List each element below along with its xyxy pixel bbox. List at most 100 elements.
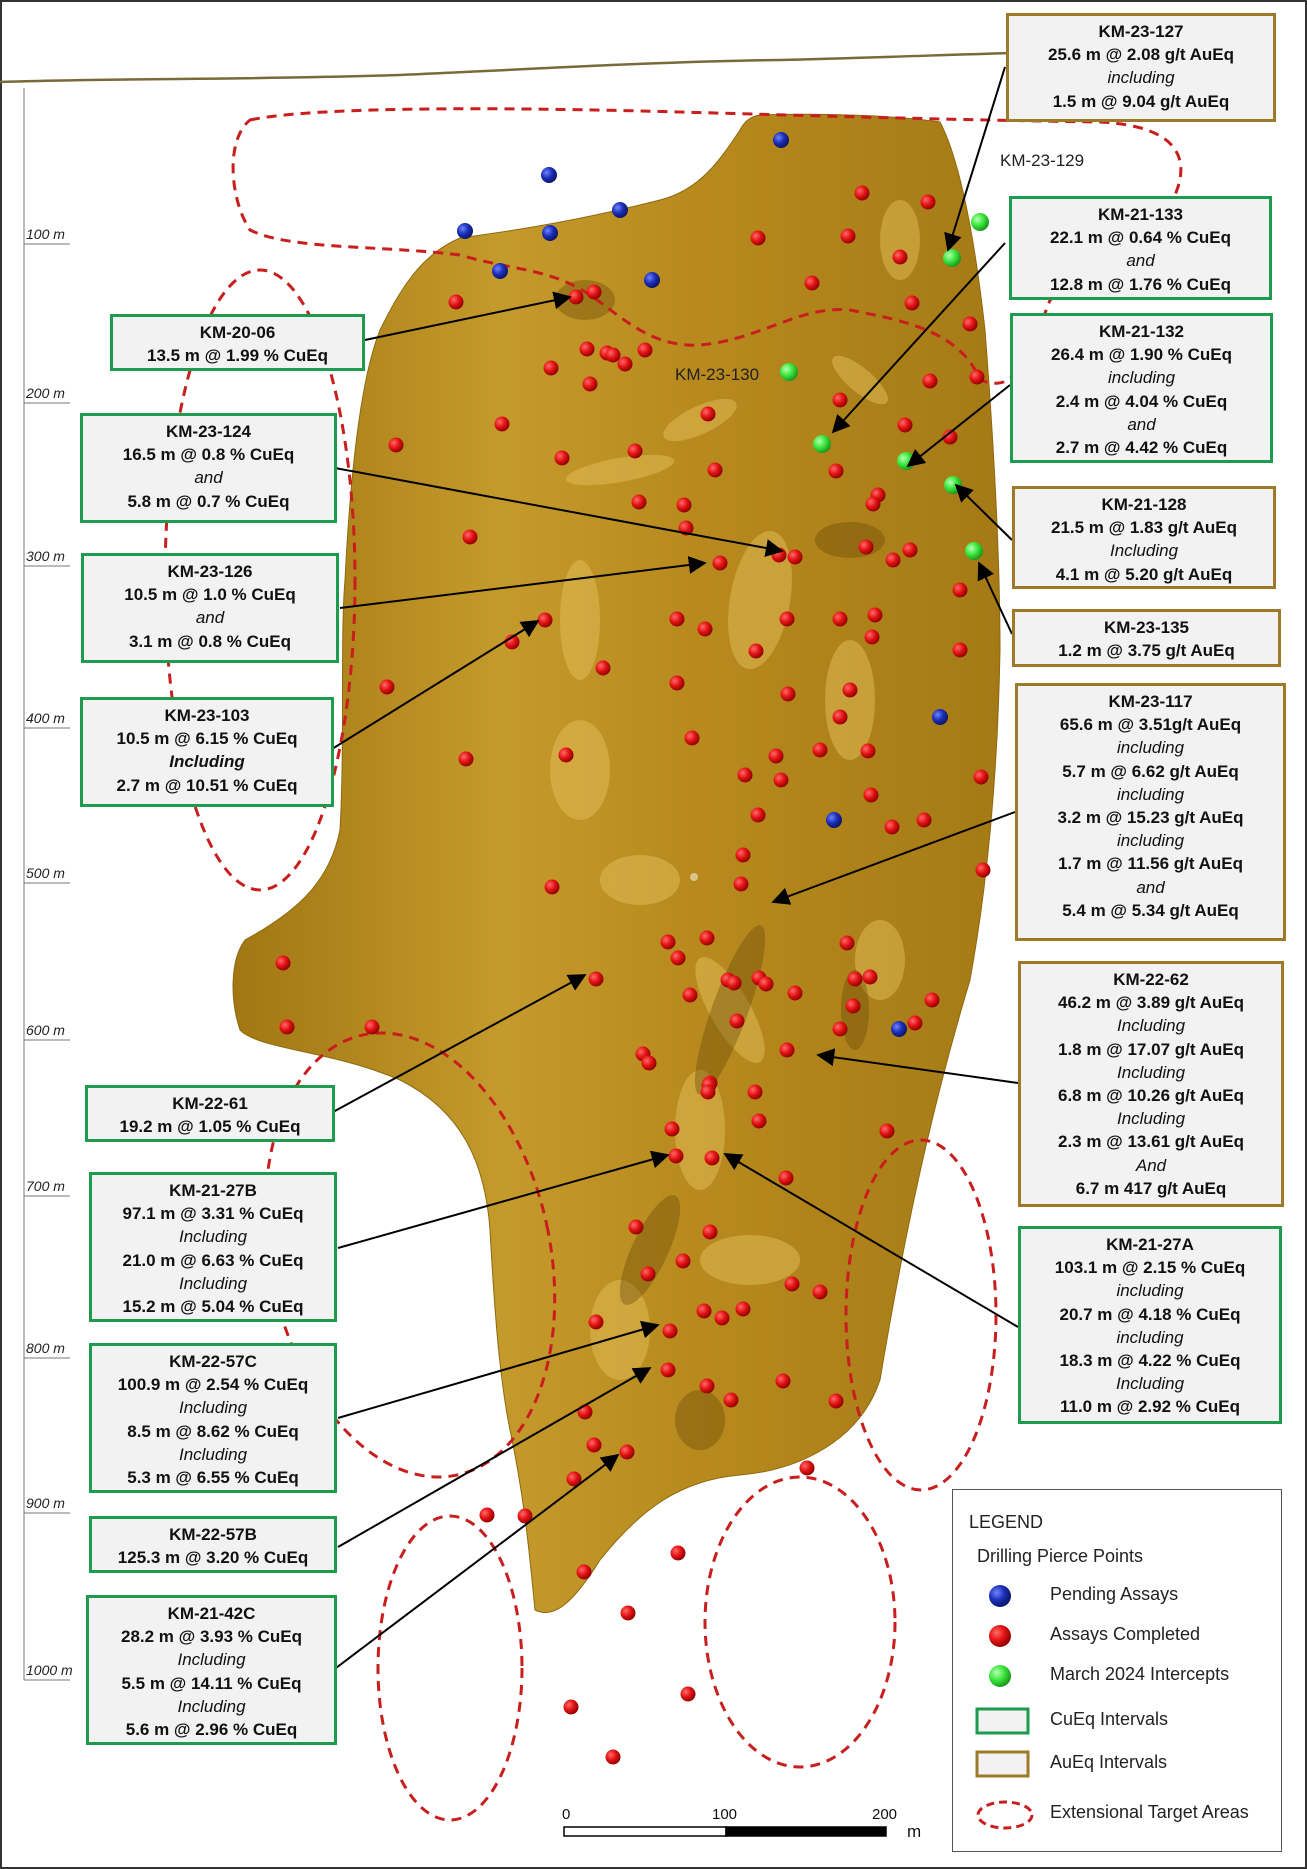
completed-pierce-point	[907, 1015, 923, 1031]
completed-pierce-point	[892, 249, 908, 265]
pending-pierce-point	[542, 225, 558, 241]
callout-line: and	[1136, 877, 1165, 897]
completed-pierce-point	[620, 1605, 636, 1621]
pending-pierce-point	[891, 1021, 907, 1037]
arrow-km-22-57c	[337, 1320, 660, 1419]
completed-pierce-point	[863, 787, 879, 803]
completed-pierce-point	[975, 862, 991, 878]
completed-pierce-point	[828, 463, 844, 479]
completed-pierce-point	[617, 356, 633, 372]
depth-label-300: 300 m	[26, 548, 65, 564]
completed-pierce-point	[775, 1373, 791, 1389]
arrow-km-23-127	[944, 66, 1006, 252]
completed-pierce-point	[729, 1013, 745, 1029]
arrow-km-22-61	[332, 974, 587, 1113]
callout-line: KM-22-62	[1113, 970, 1189, 989]
completed-pierce-point	[750, 807, 766, 823]
callout-line: 19.2 m @ 1.05 % CuEq	[119, 1117, 301, 1137]
completed-pierce-point	[504, 634, 520, 650]
completed-pierce-point	[778, 1170, 794, 1186]
callout-line: 2.7 m @ 4.42 % CuEq	[1055, 438, 1228, 458]
completed-pierce-point	[902, 542, 918, 558]
legend-item-completed: Assays Completed	[953, 1620, 1281, 1650]
arrow-km-23-103	[331, 620, 540, 750]
completed-pierce-point	[784, 1276, 800, 1292]
legend-item-cueq: CuEq Intervals	[953, 1705, 1281, 1735]
callout-line: 21.5 m @ 1.83 g/t AuEq	[1050, 518, 1237, 538]
completed-pierce-point	[847, 971, 863, 987]
pending-pierce-point	[492, 263, 508, 279]
march-2024-pierce-point	[897, 452, 915, 470]
completed-pierce-point	[712, 555, 728, 571]
completed-pierce-point	[952, 642, 968, 658]
completed-pierce-point	[707, 462, 723, 478]
callout-line: KM-23-124	[165, 422, 252, 441]
callout-line: KM-21-27B	[169, 1181, 257, 1200]
callout-line: 11.0 m @ 2.92 % CuEq	[1059, 1397, 1241, 1417]
callout-line: 100.9 m @ 2.54 % CuEq	[117, 1375, 309, 1395]
completed-pierce-point	[768, 748, 784, 764]
scale-unit: m	[907, 1822, 922, 1841]
completed-pierce-point	[952, 582, 968, 598]
completed-pierce-point	[787, 985, 803, 1001]
legend: LEGEND Drilling Pierce Points Pending As…	[952, 1489, 1282, 1852]
callout-line: 4.1 m @ 5.20 g/t AuEq	[1055, 564, 1233, 584]
completed-pierce-point	[780, 686, 796, 702]
completed-pierce-point	[864, 629, 880, 645]
callout-line: KM-21-27A	[1106, 1235, 1194, 1254]
completed-pierce-point	[750, 230, 766, 246]
completed-pierce-point	[812, 1284, 828, 1300]
completed-pierce-point	[579, 341, 595, 357]
callout-line: Including	[1116, 1016, 1186, 1036]
completed-pierce-point	[748, 643, 764, 659]
completed-pierce-point	[699, 930, 715, 946]
completed-pierce-point	[916, 812, 932, 828]
depth-label-100: 100 m	[26, 226, 65, 242]
callout-line: 1.2 m @ 3.75 g/t AuEq	[1058, 641, 1235, 661]
completed-pierce-point	[676, 497, 692, 513]
completed-pierce-point	[517, 1508, 533, 1524]
march-2024-pierce-point	[943, 249, 961, 267]
callout-line: Including	[169, 752, 245, 772]
callout-line: 2.4 m @ 4.04 % CuEq	[1055, 391, 1228, 411]
callout-line: 22.1 m @ 0.64 % CuEq	[1050, 228, 1231, 248]
completed-pierce-point	[275, 955, 291, 971]
pending-pierce-point	[644, 272, 660, 288]
callout-line: KM-22-61	[172, 1094, 248, 1113]
arrow-km-21-27a	[723, 1153, 1019, 1328]
target-area-bottom-left	[376, 1514, 524, 1822]
callout-line: Including	[178, 1273, 248, 1293]
arrow-km-20-06	[364, 291, 572, 341]
completed-pierce-point	[758, 976, 774, 992]
callout-line: 65.6 m @ 3.51g/t AuEq	[1059, 715, 1242, 735]
arrow-km-21-42c	[335, 1453, 620, 1669]
completed-pierce-point	[832, 611, 848, 627]
completed-pierce-point	[576, 1564, 592, 1580]
completed-pierce-point	[702, 1224, 718, 1240]
completed-pierce-point	[554, 450, 570, 466]
completed-pierce-point	[605, 347, 621, 363]
completed-pierce-point	[588, 971, 604, 987]
callout-line: 15.2 m @ 5.04 % CuEq	[122, 1297, 304, 1317]
arrow-km-23-135	[977, 561, 1013, 635]
target-area-bottom-right	[703, 1475, 897, 1769]
depth-label-200: 200 m	[26, 385, 65, 401]
callout-line: 2.7 m @ 10.51 % CuEq	[116, 775, 298, 795]
completed-pierce-point	[568, 289, 584, 305]
completed-pierce-point	[582, 376, 598, 392]
completed-pierce-point	[733, 876, 749, 892]
completed-pierce-point	[586, 1437, 602, 1453]
completed-pierce-point	[840, 228, 856, 244]
march-2024-pierce-point	[965, 542, 983, 560]
callout-line: Including	[177, 1650, 246, 1670]
mineralized-body	[232, 113, 1001, 1613]
march-2024-pierce-point	[813, 435, 831, 453]
callout-line: KM-21-42C	[167, 1604, 256, 1623]
callout-line: including	[1116, 1281, 1184, 1301]
